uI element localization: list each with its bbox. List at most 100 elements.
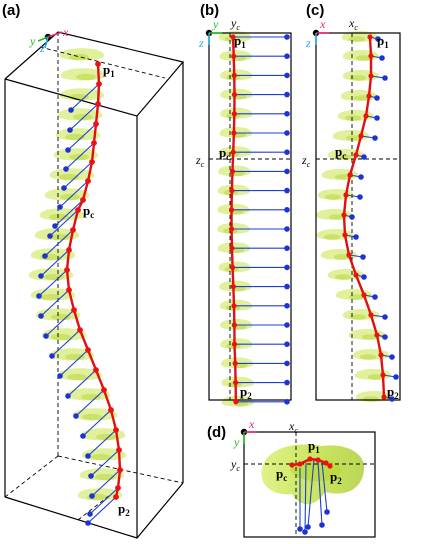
vertebra-process <box>69 53 89 61</box>
spine-point <box>95 101 101 107</box>
spine-point <box>75 207 81 213</box>
panel-b: (b) y z yc zc p1 pc p2 <box>195 2 292 407</box>
normal-line <box>44 229 74 257</box>
spine-point <box>89 159 95 165</box>
panel-b-label: (b) <box>200 2 219 19</box>
dots-b <box>228 34 239 405</box>
point-p1-label-c: p1 <box>377 33 389 50</box>
spine-point <box>346 252 352 258</box>
point-p2-label-d: p2 <box>330 469 342 486</box>
spine-point <box>231 72 237 78</box>
normal-endpoint <box>63 166 69 172</box>
normal-endpoint <box>284 130 290 136</box>
normal-endpoint <box>85 520 91 526</box>
normal-endpoint <box>284 341 290 348</box>
spine-point <box>343 192 349 198</box>
normal-endpoint <box>284 149 290 155</box>
vertebra-process <box>334 154 352 160</box>
normal-endpoint <box>284 399 290 405</box>
axis-y-label-d: y <box>233 435 240 449</box>
vertebra-process <box>49 213 69 221</box>
vertebra-process <box>91 453 111 461</box>
vertebra-process <box>344 115 362 121</box>
normal-line <box>67 123 97 151</box>
spine-point <box>116 447 122 453</box>
frame-c <box>315 32 401 401</box>
vertebra-process <box>82 413 102 421</box>
spine-point <box>115 485 121 491</box>
vertebra-process <box>51 313 71 321</box>
spine-point <box>93 367 99 373</box>
spine-curve-a <box>65 63 122 498</box>
point-pc-label-b: pc <box>219 145 230 162</box>
normal-endpoint <box>374 115 380 121</box>
normal-line <box>89 487 119 515</box>
vertebra-process <box>65 353 85 361</box>
center-label-left-d: yc <box>230 457 240 473</box>
normal-line <box>59 349 89 377</box>
vertebra-process <box>348 294 366 300</box>
spine-point <box>347 172 353 178</box>
vertebra-process <box>334 174 352 180</box>
spine-point <box>228 207 235 213</box>
spine-point <box>353 272 359 278</box>
spine-point <box>113 494 119 500</box>
normal-line <box>40 249 70 277</box>
spine-point <box>342 232 348 238</box>
normal-line <box>67 369 97 397</box>
normal-endpoint <box>284 303 290 309</box>
normal-line <box>69 103 99 131</box>
normal-endpoint <box>68 107 74 113</box>
spine-point <box>367 34 373 40</box>
axis-x-label-c: x <box>319 17 326 31</box>
vertebra-process <box>328 214 346 220</box>
normal-line <box>51 329 81 357</box>
normal-endpoint <box>87 511 93 517</box>
normal-endpoint <box>284 322 290 328</box>
vertebra-process <box>323 234 341 240</box>
panel-c: (c) x z xc zc p1 pc p2 <box>301 2 401 402</box>
axis-y-label-b: y <box>212 17 219 31</box>
point-p1-label-d: p1 <box>308 438 320 455</box>
vertebra-process <box>40 293 60 301</box>
center-label-top-d: xc <box>288 419 298 435</box>
normal-endpoint <box>361 274 367 280</box>
normal-endpoint <box>284 283 290 290</box>
axes-triad-c: x z <box>305 17 329 50</box>
axis-y-label-a: y <box>29 34 36 48</box>
normal-endpoint <box>85 453 91 459</box>
spine-curve-b <box>230 36 238 402</box>
vertebra-process <box>367 374 385 380</box>
normal-endpoint <box>284 245 290 251</box>
normal-endpoint <box>89 493 95 499</box>
normal-line <box>49 209 79 237</box>
spine-point <box>71 307 77 313</box>
axis-z-label-c: z <box>305 36 311 50</box>
normal-endpoint <box>357 194 363 200</box>
center-label-top-c: xc <box>348 16 358 32</box>
spine-point <box>232 360 238 366</box>
normal-endpoint <box>389 354 395 360</box>
normal-endpoint <box>80 433 86 439</box>
normal-line <box>90 449 120 477</box>
vertebra-process <box>333 254 351 260</box>
normal-endpoint <box>372 294 378 300</box>
normal-line <box>70 83 100 111</box>
spine-point <box>378 352 384 358</box>
spine-point <box>363 113 369 119</box>
frame-d <box>243 431 376 538</box>
normal-endpoint <box>382 334 388 340</box>
vertebra-process <box>324 194 342 200</box>
normal-endpoint <box>375 36 381 42</box>
vertebra-process <box>67 373 87 381</box>
point-p1-label-a: p1 <box>103 62 115 79</box>
axis-z-label-b: z <box>198 36 204 50</box>
axes-triad-d: x y <box>233 417 257 449</box>
normal-endpoint <box>284 207 290 213</box>
normal-endpoint <box>389 396 395 402</box>
vertebra-process <box>349 314 367 320</box>
spine-point <box>231 130 237 136</box>
normal-endpoint <box>43 333 49 339</box>
point-pc-label-a: pc <box>83 203 94 220</box>
normal-endpoint <box>36 293 42 299</box>
